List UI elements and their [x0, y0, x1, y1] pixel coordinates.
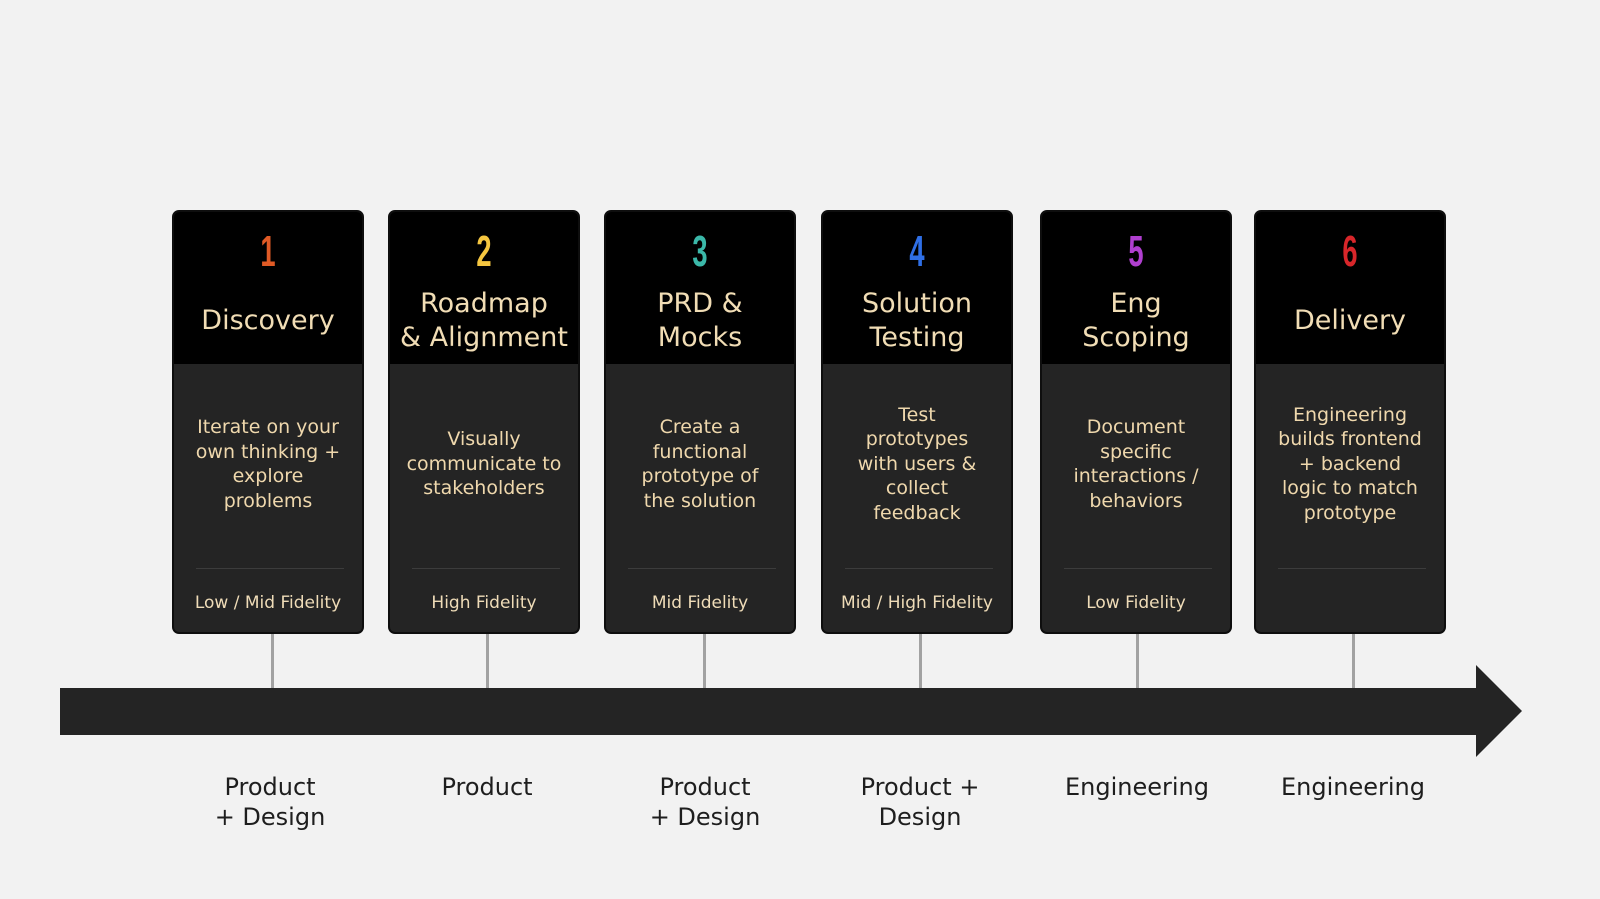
step-owner: Product + Design: [649, 773, 761, 831]
step-owner: Product: [441, 773, 533, 801]
card-divider: [845, 568, 993, 569]
step-fidelity: High Fidelity: [431, 593, 537, 613]
step-card-prd-mocks: 3 PRD & Mocks Create a functional protot…: [604, 210, 796, 634]
timeline-arrow-head: [1476, 665, 1522, 757]
connector-line: [919, 634, 922, 688]
step-fidelity: Low / Mid Fidelity: [194, 593, 342, 613]
step-description: Test prototypes with users & collect fee…: [857, 403, 977, 524]
step-number: 1: [260, 227, 276, 276]
step-number: 3: [692, 227, 708, 276]
step-title: Eng Scoping: [1082, 288, 1190, 353]
step-description: Document specific interactions / behavio…: [1073, 416, 1199, 512]
card-header: 2 Roadmap & Alignment: [390, 212, 578, 364]
step-fidelity: Mid / High Fidelity: [841, 593, 993, 613]
card-divider: [412, 568, 560, 569]
step-fidelity: Low Fidelity: [1086, 593, 1186, 613]
step-card-discovery: 1 Discovery Iterate on your own thinking…: [172, 210, 364, 634]
step-number: 5: [1128, 227, 1144, 276]
step-description: Iterate on your own thinking + explore p…: [195, 416, 341, 512]
card-divider: [628, 568, 776, 569]
step-owner: Engineering: [1281, 773, 1425, 801]
step-card-eng-scoping: 5 Eng Scoping Document specific interact…: [1040, 210, 1232, 634]
card-header: 1 Discovery: [174, 212, 362, 364]
connector-line: [1136, 634, 1139, 688]
connector-line: [486, 634, 489, 688]
card-header: 4 Solution Testing: [823, 212, 1011, 364]
card-divider: [196, 568, 344, 569]
step-description: Engineering builds frontend + backend lo…: [1278, 403, 1422, 524]
card-header: 6 Delivery: [1256, 212, 1444, 364]
card-divider: [1064, 568, 1212, 569]
card-header: 5 Eng Scoping: [1042, 212, 1230, 364]
step-title: Roadmap & Alignment: [400, 288, 568, 353]
step-owner: Product + Design: [860, 773, 980, 831]
step-owner: Product + Design: [214, 773, 326, 831]
connector-line: [1352, 634, 1355, 688]
step-description: Create a functional prototype of the sol…: [641, 416, 759, 512]
card-header: 3 PRD & Mocks: [606, 212, 794, 364]
timeline-arrow-body: [60, 688, 1478, 735]
step-card-solution-testing: 4 Solution Testing Test prototypes with …: [821, 210, 1013, 634]
connector-line: [271, 634, 274, 688]
step-title: Solution Testing: [862, 288, 972, 353]
step-number: 6: [1342, 227, 1358, 276]
step-title: Discovery: [201, 305, 335, 336]
step-description: Visually communicate to stakeholders: [406, 428, 562, 500]
step-title: Delivery: [1293, 305, 1407, 336]
card-divider: [1278, 568, 1426, 569]
step-card-roadmap: 2 Roadmap & Alignment Visually communica…: [388, 210, 580, 634]
step-fidelity: Mid Fidelity: [651, 593, 749, 613]
step-owner: Engineering: [1065, 773, 1209, 801]
step-card-delivery: 6 Delivery Engineering builds frontend +…: [1254, 210, 1446, 634]
step-number: 2: [476, 227, 492, 276]
step-number: 4: [909, 227, 925, 276]
connector-line: [703, 634, 706, 688]
step-title: PRD & Mocks: [657, 288, 743, 353]
